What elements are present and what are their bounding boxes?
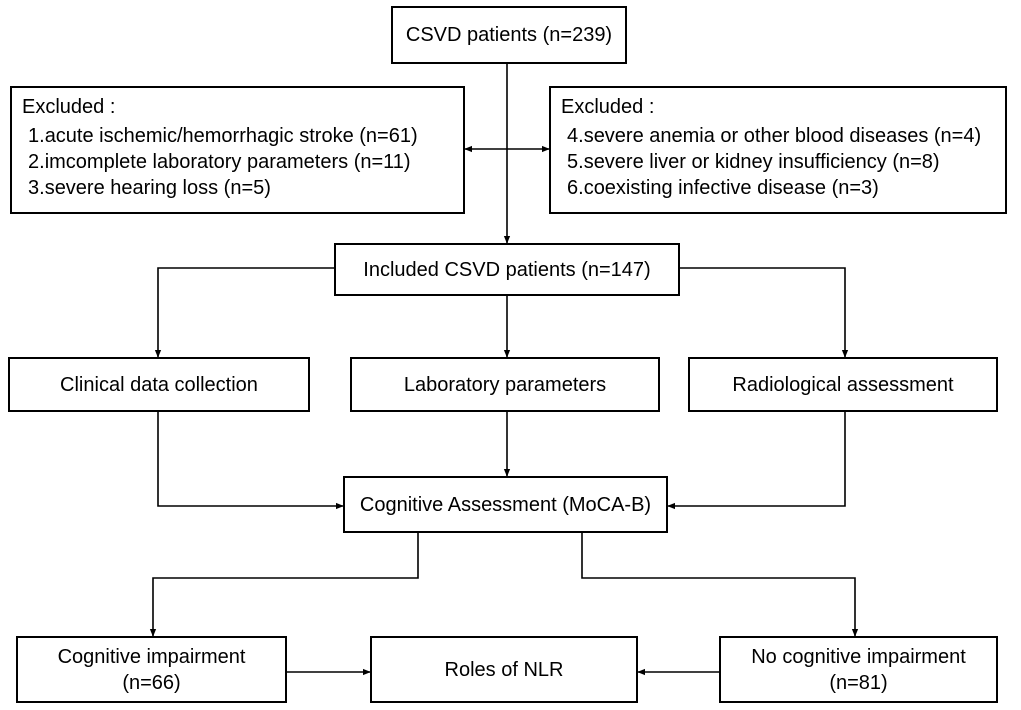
excluded-item-text: severe anemia or other blood diseases (n…: [583, 125, 982, 147]
csvd-patients-box: CSVD patients (n=239): [391, 6, 627, 64]
excluded-item-number: 2.: [28, 151, 45, 173]
excluded-item-number: 1.: [28, 125, 45, 147]
included-patients-box: Included CSVD patients (n=147): [334, 243, 680, 296]
excluded-left-item: 3.severe hearing loss (n=5): [22, 175, 453, 201]
roles-of-nlr-box: Roles of NLR: [370, 636, 638, 703]
arrow-included-to-radiological: [680, 267, 849, 358]
excluded-left-item: 1.acute ischemic/hemorrhagic stroke (n=6…: [22, 123, 453, 149]
excluded-item-number: 6.: [567, 177, 584, 199]
laboratory-parameters-label: Laboratory parameters: [403, 373, 607, 396]
cognitive-assessment-label: Cognitive Assessment (MoCA-B): [359, 493, 652, 516]
excluded-item-text: acute ischemic/hemorrhagic stroke (n=61): [44, 125, 418, 147]
excluded-item-number: 4.: [567, 125, 584, 147]
radiological-assessment-label: Radiological assessment: [732, 373, 954, 396]
clinical-data-box: Clinical data collection: [8, 357, 310, 412]
included-patients-label: Included CSVD patients (n=147): [363, 258, 651, 281]
arrow-clinical-to-cognitive: [157, 412, 344, 510]
no-cognitive-impairment-count: (n=81): [829, 671, 888, 694]
excluded-item-text: severe liver or kidney insufficiency (n=…: [583, 151, 940, 173]
cognitive-impairment-count: (n=66): [122, 671, 181, 694]
excluded-left-heading: Excluded :: [22, 96, 116, 118]
excluded-item-text: imcomplete laboratory parameters (n=11): [44, 151, 411, 173]
excluded-item-number: 3.: [28, 177, 45, 199]
arrow-cognitive-to-impairment: [149, 533, 419, 637]
arrow-included-to-clinical: [154, 267, 334, 358]
excluded-right-item: 4.severe anemia or other blood diseases …: [561, 123, 995, 149]
excluded-right-box: Excluded : 4.severe anemia or other bloo…: [549, 86, 1007, 214]
no-cognitive-impairment-label: No cognitive impairment: [751, 645, 966, 668]
excluded-right-heading: Excluded :: [561, 96, 655, 118]
laboratory-parameters-box: Laboratory parameters: [350, 357, 660, 412]
cognitive-impairment-label: Cognitive impairment: [57, 645, 246, 668]
arrow-radiological-to-cognitive: [667, 412, 846, 510]
roles-of-nlr-label: Roles of NLR: [444, 658, 564, 681]
excluded-right-item: 5.severe liver or kidney insufficiency (…: [561, 149, 995, 175]
no-cognitive-impairment-box: No cognitive impairment (n=81): [719, 636, 998, 703]
excluded-item-number: 5.: [567, 151, 584, 173]
excluded-left-item: 2.imcomplete laboratory parameters (n=11…: [22, 149, 453, 175]
csvd-patients-label: CSVD patients (n=239): [405, 24, 613, 46]
radiological-assessment-box: Radiological assessment: [688, 357, 998, 412]
cognitive-impairment-box: Cognitive impairment (n=66): [16, 636, 287, 703]
clinical-data-label: Clinical data collection: [60, 373, 258, 396]
excluded-item-text: severe hearing loss (n=5): [44, 177, 271, 199]
excluded-right-item: 6.coexisting infective disease (n=3): [561, 175, 995, 201]
excluded-item-text: coexisting infective disease (n=3): [583, 177, 879, 199]
excluded-left-box: Excluded : 1.acute ischemic/hemorrhagic …: [10, 86, 465, 214]
cognitive-assessment-box: Cognitive Assessment (MoCA-B): [343, 476, 668, 533]
arrow-cognitive-to-no-impairment: [581, 533, 859, 637]
